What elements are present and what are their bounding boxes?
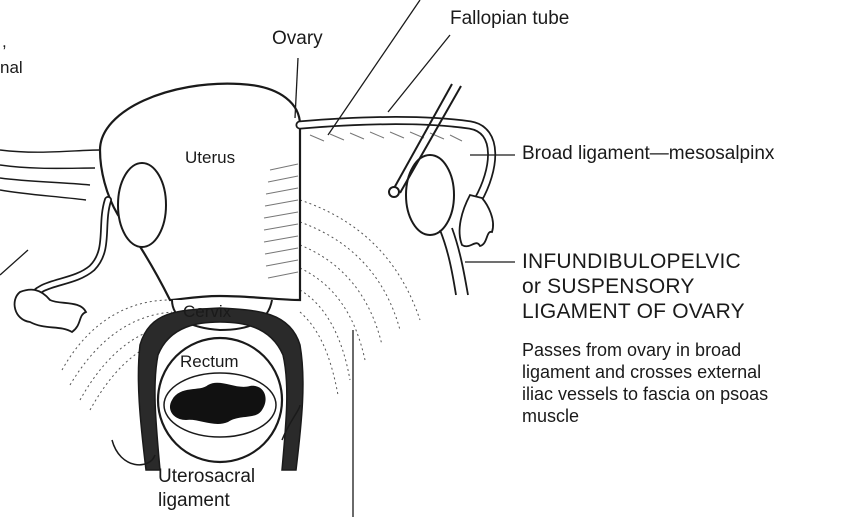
right-peritoneal-folds [300,200,420,395]
right-ovary [406,155,454,235]
uterosacral-label-line2: ligament [158,490,230,511]
left-ovary [118,163,166,247]
right-fimbriae [460,195,494,246]
corner-fragment-label-2: nal [0,58,23,77]
corner-fragment-label-1: , [2,32,7,51]
fallopian-tube-label: Fallopian tube [450,8,569,29]
infundibulopelvic-heading-line2: or SUSPENSORY [522,275,695,299]
cervix-label: Cervix [183,302,231,321]
mesosalpinx-shading [310,132,462,141]
left-fallopian-tube [30,200,108,300]
left-fimbriae [15,290,86,332]
left-broad-ligament [0,150,100,200]
description-line2: ligament and crosses external [522,362,761,382]
description-line4: muscle [522,406,579,426]
broad-ligament-label: Broad ligament—mesosalpinx [522,143,774,164]
rectum-label: Rectum [180,352,239,371]
uterus-label: Uterus [185,148,235,167]
uterosacral-label-line1: Uterosacral [158,466,255,487]
ovary-label: Ovary [272,28,323,49]
infundibulopelvic-heading-line1: INFUNDIBULOPELVIC [522,250,741,274]
description-line1: Passes from ovary in broad [522,340,741,360]
infundibulopelvic-heading-line3: LIGAMENT OF OVARY [522,300,745,324]
description-line3: iliac vessels to fascia on psoas [522,384,768,404]
